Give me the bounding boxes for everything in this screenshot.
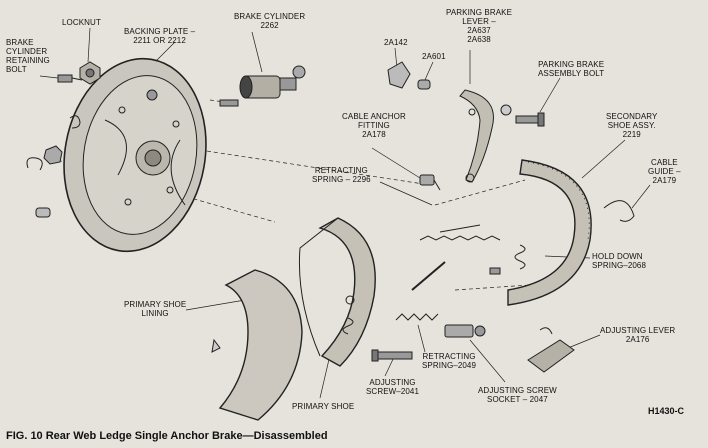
label-backing-plate: BACKING PLATE – 2211 OR 2212 [124, 27, 196, 45]
retracting-spring-2296 [419, 235, 501, 241]
primary-shoe-part [298, 217, 376, 367]
label-locknut: LOCKNUT [62, 18, 101, 27]
parking-brake-lever-part [459, 89, 494, 183]
adjusting-screw-socket-part [444, 324, 486, 338]
clip-part [26, 157, 43, 171]
brake-cylinder-part [219, 65, 306, 107]
locknut [79, 61, 101, 85]
clip-part [69, 115, 81, 129]
adjusting-screw-part [371, 349, 413, 362]
label-parking-brake-bolt: PARKING BRAKE ASSEMBLY BOLT [538, 60, 605, 78]
label-primary-shoe: PRIMARY SHOE [292, 402, 355, 411]
label-retracting-spring-2296: RETRACTING SPRING – 2296 [312, 166, 371, 184]
cable-guide-part [603, 200, 635, 222]
label-primary-shoe-lining: PRIMARY SHOE LINING [124, 300, 187, 318]
backing-plate [63, 57, 207, 253]
hold-down-spring-part [489, 244, 526, 275]
primary-shoe-lining [218, 269, 303, 421]
label-2a142: 2A142 [384, 38, 408, 47]
adjusting-lever-part [527, 339, 575, 373]
retaining-bolt [57, 74, 83, 83]
part-2a142 [387, 61, 411, 89]
label-adjusting-screw: ADJUSTING SCREW–2041 [366, 378, 420, 396]
rivet-part [211, 338, 221, 353]
retracting-spring-2049 [395, 313, 439, 321]
label-cable-guide: CABLE GUIDE – 2A179 [648, 158, 681, 185]
cable-line [439, 224, 481, 233]
small-spring [342, 317, 354, 335]
label-2a601: 2A601 [422, 52, 446, 61]
label-retaining-bolt: BRAKE CYLINDER RETAINING BOLT [6, 38, 50, 74]
lever-spring [539, 327, 553, 335]
figure-caption: FIG. 10 Rear Web Ledge Single Anchor Bra… [6, 430, 328, 442]
link-rod [411, 261, 446, 291]
label-cable-anchor: CABLE ANCHOR FITTING 2A178 [342, 112, 406, 139]
secondary-shoe [507, 159, 592, 306]
washer-part [35, 207, 51, 218]
figure-code: H1430-C [648, 406, 685, 416]
label-parking-brake-lever: PARKING BRAKE LEVER – 2A637 2A638 [446, 8, 513, 44]
label-retracting-spring-2049: RETRACTING SPRING–2049 [422, 352, 477, 370]
label-hold-down-spring: HOLD DOWN SPRING–2068 [592, 252, 647, 270]
label-adjusting-lever: ADJUSTING LEVER 2A176 [600, 326, 676, 344]
label-secondary-shoe: SECONDARY SHOE ASSY. 2219 [606, 112, 658, 139]
label-adjusting-screw-socket: ADJUSTING SCREW SOCKET – 2047 [478, 386, 557, 404]
nut-part [43, 145, 63, 165]
part-2a601 [417, 79, 431, 90]
parking-bolt-part [500, 104, 545, 127]
cable-anchor-part [419, 174, 441, 191]
label-brake-cylinder: BRAKE CYLINDER 2262 [234, 12, 306, 30]
